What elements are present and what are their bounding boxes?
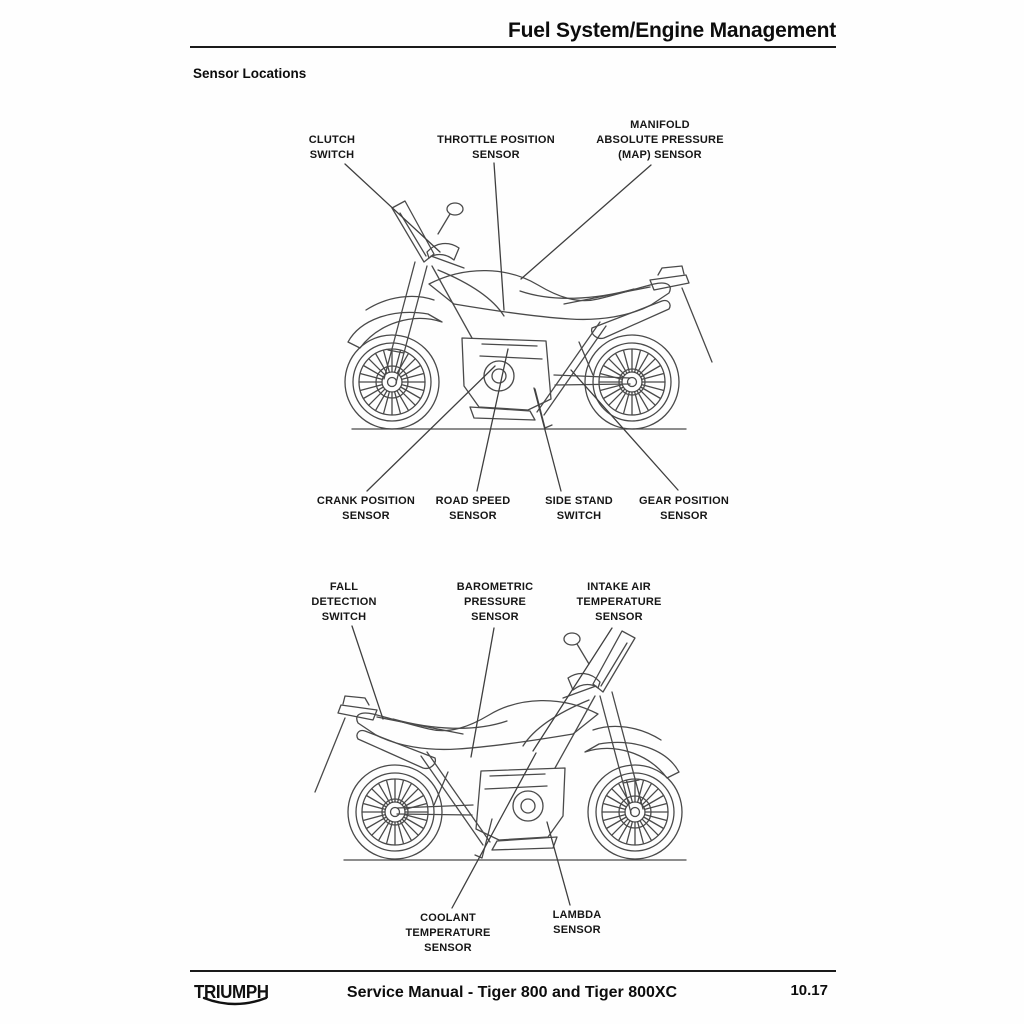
label-crank-position-sensor: CRANK POSITION SENSOR: [316, 495, 416, 522]
label-barometric-pressure-sensor: BAROMETRIC PRESSURE SENSOR: [456, 581, 534, 623]
label-intake-air-temperature-sensor: INTAKE AIR TEMPERATURE SENSOR: [576, 581, 662, 623]
triumph-logo-underline: [202, 996, 268, 1006]
leader-lines-bottom-figure: [351, 625, 613, 909]
triumph-logo: TRIUMPH: [194, 982, 278, 1012]
label-gear-position-sensor: GEAR POSITION SENSOR: [639, 495, 729, 522]
leader-crank-position-sensor: [366, 365, 496, 492]
footer-rule: [190, 970, 836, 972]
motorcycle-diagram-left-side: [345, 201, 712, 430]
leader-road-speed-sensor: [476, 348, 509, 492]
header-rule: [190, 46, 836, 48]
page-title: Fuel System/Engine Management: [508, 19, 836, 42]
leader-lines-top-figure: [344, 162, 679, 492]
label-throttle-position-sensor: THROTTLE POSITION SENSOR: [437, 134, 555, 161]
page-number: 10.17: [790, 982, 828, 999]
leader-side-stand-switch: [533, 387, 562, 492]
section-title: Sensor Locations: [193, 66, 307, 81]
label-fall-detection-switch: FALL DETECTION SWITCH: [311, 581, 377, 623]
label-coolant-temperature-sensor: COOLANT TEMPERATURE SENSOR: [405, 912, 491, 954]
label-side-stand-switch: SIDE STAND SWITCH: [545, 495, 613, 522]
label-lambda-sensor: LAMBDA SENSOR: [552, 909, 602, 936]
leader-gear-position-sensor: [570, 369, 679, 491]
leader-barometric-pressure-sensor: [470, 627, 495, 758]
label-road-speed-sensor: ROAD SPEED SENSOR: [435, 495, 511, 522]
leader-intake-air-temperature-sensor: [532, 627, 613, 752]
label-clutch-switch: CLUTCH SWITCH: [308, 134, 356, 161]
leader-throttle-position-sensor: [493, 162, 505, 311]
leader-clutch-switch: [344, 163, 441, 253]
motorcycle-diagram-right-side: [315, 631, 687, 861]
triumph-logo-text: TRIUMPH: [194, 982, 269, 1003]
leader-coolant-temperature-sensor: [451, 752, 537, 909]
leader-lambda-sensor: [546, 821, 571, 906]
leader-fall-detection-switch: [351, 625, 384, 720]
label-map-sensor: MANIFOLD ABSOLUTE PRESSURE (MAP) SENSOR: [596, 119, 724, 161]
leader-map-sensor: [520, 164, 652, 280]
footer-title: Service Manual - Tiger 800 and Tiger 800…: [346, 984, 678, 1001]
